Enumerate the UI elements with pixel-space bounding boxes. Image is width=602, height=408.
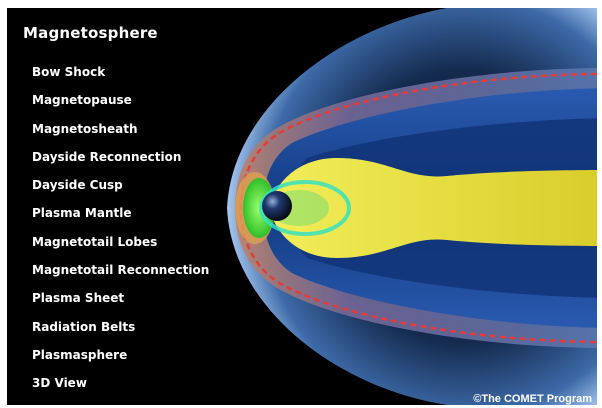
menu-item-dayside-reconnection[interactable]: Dayside Reconnection bbox=[32, 143, 209, 171]
earth bbox=[262, 191, 292, 221]
copyright-credit: ©The COMET Program bbox=[473, 393, 592, 405]
diagram-title: Magnetosphere bbox=[23, 24, 158, 42]
menu-item-plasmasphere[interactable]: Plasmasphere bbox=[32, 341, 209, 369]
menu-list: Bow Shock Magnetopause Magnetosheath Day… bbox=[32, 58, 209, 398]
menu-item-magnetotail-reconnection[interactable]: Magnetotail Reconnection bbox=[32, 256, 209, 284]
menu-item-magnetosheath[interactable]: Magnetosheath bbox=[32, 115, 209, 143]
menu-item-3d-view[interactable]: 3D View bbox=[32, 369, 209, 397]
menu-item-plasma-sheet[interactable]: Plasma Sheet bbox=[32, 284, 209, 312]
menu-item-magnetopause[interactable]: Magnetopause bbox=[32, 86, 209, 114]
menu-item-magnetotail-lobes[interactable]: Magnetotail Lobes bbox=[32, 228, 209, 256]
menu-item-radiation-belts[interactable]: Radiation Belts bbox=[32, 313, 209, 341]
magnetosphere-diagram: Magnetosphere Bow Shock Magnetopause Mag… bbox=[7, 8, 597, 405]
menu-item-dayside-cusp[interactable]: Dayside Cusp bbox=[32, 171, 209, 199]
menu-item-bow-shock[interactable]: Bow Shock bbox=[32, 58, 209, 86]
menu-item-plasma-mantle[interactable]: Plasma Mantle bbox=[32, 199, 209, 227]
